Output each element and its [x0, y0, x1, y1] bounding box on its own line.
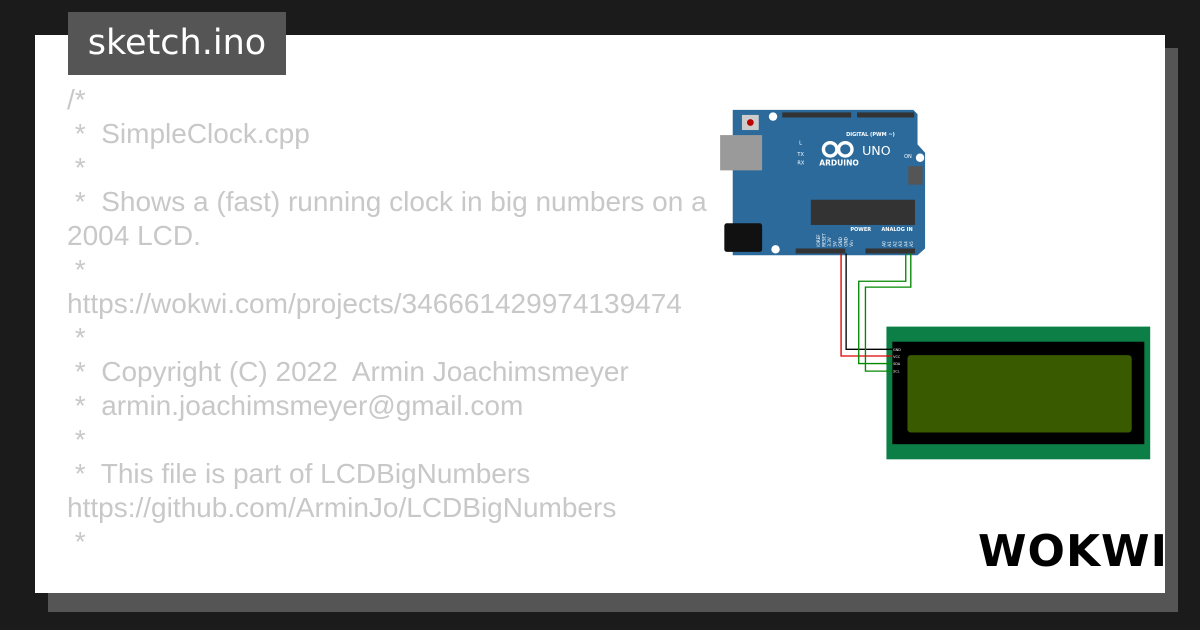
- arduino-uno-board[interactable]: ARDUINO UNO DIGITAL (PWM ~) POWER ANALOG…: [720, 109, 926, 256]
- code-line: * Copyright (C) 2022 Armin Joachimsmeyer: [67, 356, 629, 387]
- wire-5v-vcc: [840, 253, 893, 357]
- usb-port: [720, 135, 763, 171]
- analog-pin-label: A2: [893, 241, 898, 247]
- sketch-title-tab: sketch.ino: [68, 12, 286, 75]
- led-tx-label: TX: [796, 152, 804, 158]
- wire-scl: [864, 253, 912, 372]
- code-line: * https://wokwi.com/projects/34666142997…: [67, 254, 682, 319]
- digital-header-1: [782, 112, 852, 118]
- digital-label: DIGITAL (PWM ~): [846, 132, 895, 138]
- wires: [840, 253, 912, 372]
- code-line: * Shows a (fast) running clock in big nu…: [67, 186, 715, 251]
- analog-pin-label: A5: [909, 241, 914, 247]
- power-header: [795, 248, 846, 254]
- analog-label: ANALOG IN: [881, 227, 912, 233]
- on-label: ON: [904, 154, 912, 160]
- code-line: * armin.joachimsmeyer@gmail.com: [67, 390, 524, 421]
- power-pin-label: 3.3V: [827, 237, 832, 247]
- power-pin-label: Vin: [849, 240, 854, 247]
- arduino-model-label: UNO: [862, 143, 891, 158]
- lcd-pin-label: VCC: [893, 355, 901, 359]
- code-line: *: [67, 322, 86, 353]
- analog-pin-label: A3: [898, 241, 903, 247]
- lcd-pin-label: SCL: [893, 369, 899, 373]
- power-pin-label: GND: [838, 237, 843, 247]
- lcd-screen: [907, 355, 1132, 433]
- microcontroller-chip: [810, 199, 915, 225]
- power-label: POWER: [850, 227, 871, 233]
- code-line: *: [67, 526, 86, 557]
- code-background: /* * SimpleClock.cpp * * Shows a (fast) …: [67, 83, 707, 559]
- code-line: /*: [67, 84, 86, 115]
- digital-header-2: [857, 112, 915, 118]
- code-line: *: [67, 424, 86, 455]
- preview-card: /* * SimpleClock.cpp * * Shows a (fast) …: [35, 35, 1165, 593]
- analog-pin-label: A1: [887, 241, 892, 247]
- power-pin-label: RESET: [822, 233, 827, 247]
- analog-header: [865, 248, 915, 254]
- arduino-logo: [821, 140, 854, 158]
- power-jack: [724, 223, 763, 252]
- power-pin-label: GND: [843, 237, 848, 247]
- wokwi-logo: WOKWI: [978, 526, 1168, 577]
- power-pin-label: IOREF: [816, 234, 821, 247]
- analog-pin-label: A4: [903, 241, 908, 247]
- code-line: * This file is part of LCDBigNumbers htt…: [67, 458, 617, 523]
- led-l-label: L: [799, 140, 802, 146]
- wire-gnd: [845, 253, 893, 350]
- code-line: * SimpleClock.cpp: [67, 118, 310, 149]
- lcd-pin-label: SDA: [893, 362, 901, 366]
- arduino-brand-label: ARDUINO: [819, 158, 859, 167]
- code-line: *: [67, 152, 86, 183]
- led-rx-label: RX: [797, 160, 804, 166]
- lcd-2004-i2c[interactable]: GND VCC SDA SCL: [886, 326, 1151, 460]
- lcd-pin-label: GND: [893, 348, 901, 352]
- power-pin-label: 5V: [832, 241, 837, 247]
- analog-pin-label: A0: [882, 241, 887, 247]
- wire-sda: [858, 253, 907, 365]
